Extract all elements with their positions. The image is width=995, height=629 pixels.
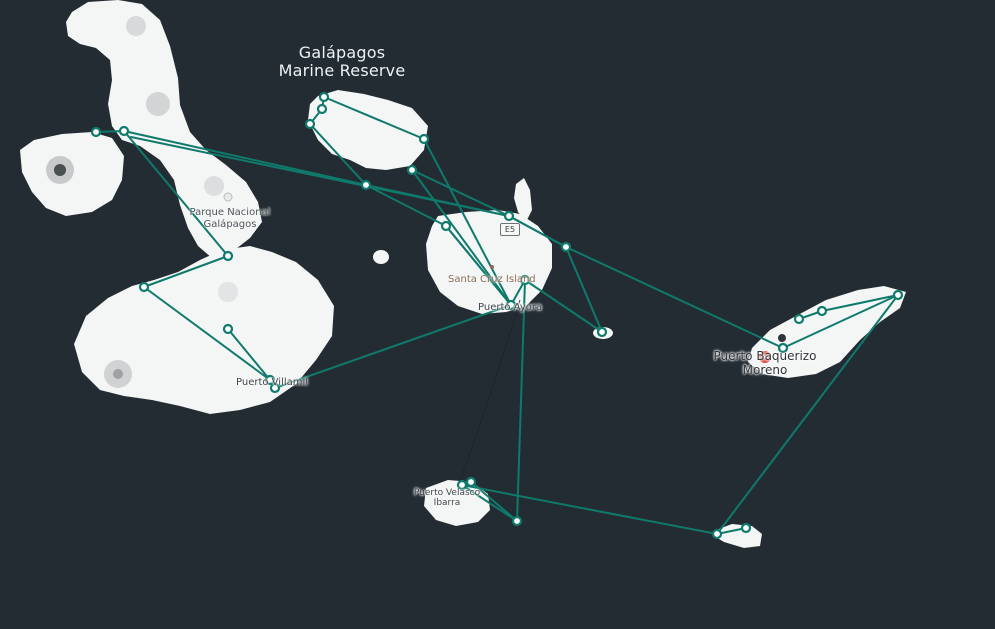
stop[interactable] [264,374,276,386]
santa-cruz-label: Santa Cruz Island [448,274,536,285]
island-baltra [514,178,532,222]
terrain-shading [46,16,238,388]
island-pinzon [373,250,389,264]
stop[interactable] [304,118,316,130]
stop[interactable] [560,241,572,253]
park-marker-icon [223,192,233,202]
stop[interactable] [269,382,281,394]
stop[interactable] [511,515,523,527]
island-santiago [308,90,428,170]
stop[interactable] [360,179,372,191]
route-stops[interactable] [90,91,904,540]
volcano-icon [204,176,224,196]
stop[interactable] [465,476,477,488]
stop[interactable] [740,522,752,534]
stop[interactable] [503,210,515,222]
stop[interactable] [222,323,234,335]
park-label: Parque Nacional Galápagos [170,207,290,230]
reserve-label: Galápagos Marine Reserve [262,43,422,81]
puerto-velasco-line2: Ibarra [433,498,461,509]
ferry-line [457,299,521,487]
stop[interactable] [440,220,452,232]
volcano-icon [218,282,238,302]
puerto-baquerizo-line2: Moreno [742,362,788,377]
stop[interactable] [505,299,517,311]
park-label-line1: Parque Nacional [189,207,271,218]
stop[interactable] [519,274,531,286]
puerto-villamil-label: Puerto Villamil [236,377,309,388]
stop[interactable] [406,164,418,176]
stop[interactable] [118,125,130,137]
stop[interactable] [316,103,328,115]
puerto-velasco-line1: Puerto Velasco [413,488,481,498]
road-shield: E5 [500,223,520,236]
puerto-baquerizo-label: Puerto Baquerizo Moreno [710,349,820,378]
stop[interactable] [793,313,805,325]
airport-marker-icon[interactable] [759,351,771,363]
stop[interactable] [222,250,234,262]
stop[interactable] [418,133,430,145]
stop[interactable] [816,305,828,317]
stop[interactable] [892,289,904,301]
stop[interactable] [90,126,102,138]
puerto-velasco-label: Puerto Velasco Ibarra [408,488,486,509]
park-label-line2: Galápagos [203,218,257,230]
stop[interactable] [596,326,608,338]
stop[interactable] [138,281,150,293]
volcano-icon [126,16,146,36]
stop[interactable] [318,91,330,103]
stop[interactable] [777,342,789,354]
settlement-dot [490,265,494,269]
stop[interactable] [711,528,723,540]
volcano-icon [146,92,170,116]
puerto-ayora-label: Puerto Ayora [478,302,543,313]
stop[interactable] [456,479,468,491]
reserve-label-line2: Marine Reserve [278,61,406,81]
puerto-baquerizo-line1: Puerto Baquerizo [713,349,817,363]
location-pin-icon [778,334,787,350]
reserve-label-line1: Galápagos [298,43,386,62]
